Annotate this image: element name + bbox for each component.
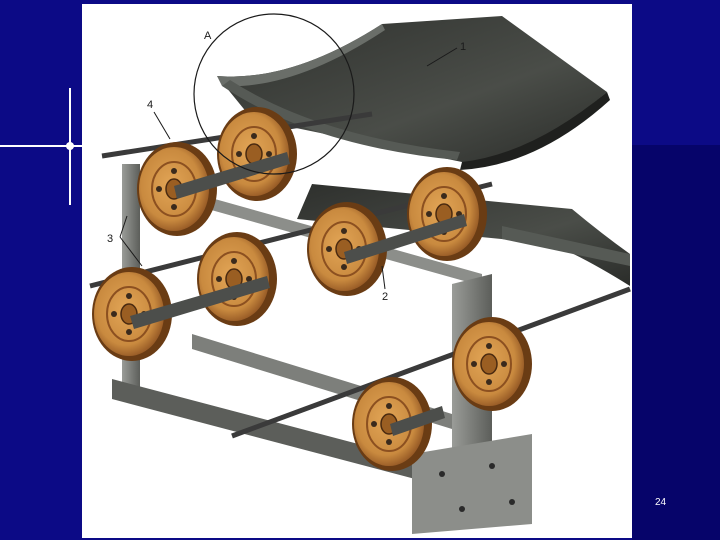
belt-upper bbox=[217, 16, 610, 170]
axle-links bbox=[130, 152, 467, 436]
sparkle-decoration bbox=[0, 88, 82, 205]
leader-lines bbox=[119, 47, 458, 290]
page-number: 24 bbox=[655, 497, 667, 508]
callout-2: 2 bbox=[382, 291, 388, 303]
conveyor-roller-illustration: A 1 2 3 4 bbox=[82, 4, 632, 538]
callout-a: A bbox=[204, 30, 212, 42]
callout-3: 3 bbox=[107, 233, 113, 245]
callout-4: 4 bbox=[147, 99, 153, 111]
callout-1: 1 bbox=[460, 41, 466, 53]
detail-circle-a bbox=[193, 13, 355, 175]
